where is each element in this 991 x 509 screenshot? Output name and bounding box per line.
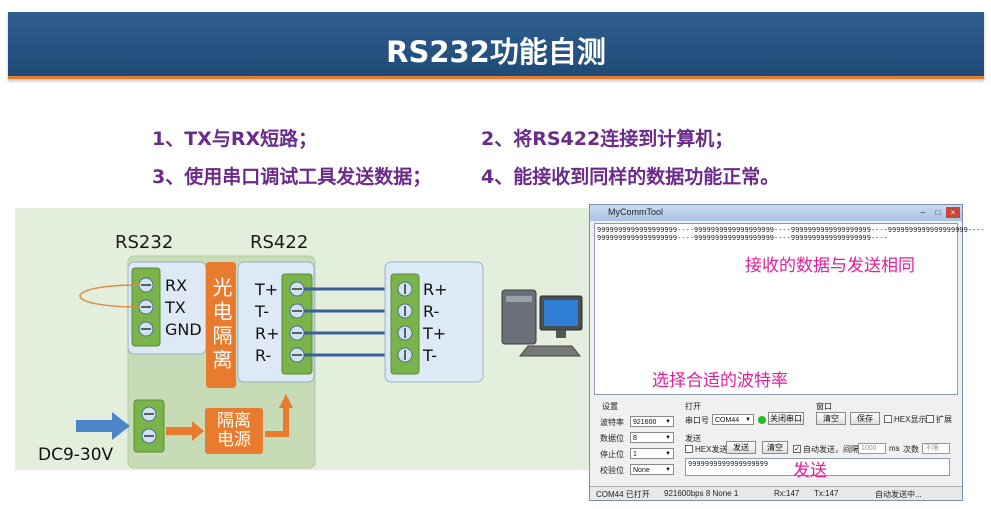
rs232-pin-rx: RX xyxy=(165,276,188,295)
dc-input-label: DC9-30V xyxy=(38,445,114,465)
power-terminal-block xyxy=(133,399,165,453)
hex-send-label: HEX发送 xyxy=(695,445,728,454)
status-port: COM44 已打开 xyxy=(596,490,650,499)
hex-display-checkbox[interactable] xyxy=(884,415,892,423)
baud-annotation: 选择合适的波特率 xyxy=(652,371,788,391)
tx-rx-short-loop xyxy=(79,284,141,308)
rs232-label: RS232 xyxy=(115,232,174,253)
parity-label: 校验位 xyxy=(600,466,624,475)
chevron-down-icon: ▼ xyxy=(665,451,671,457)
count-label: 次数 xyxy=(903,445,919,454)
pc-pin-r-minus: R- xyxy=(423,302,440,321)
window-titlebar: MyCommTool – □ × xyxy=(590,205,962,221)
clear-send-button[interactable]: 清空 xyxy=(762,441,788,454)
status-bar: COM44 已打开 921600bps 8 None 1 Rx:147 Tx:1… xyxy=(590,486,962,500)
maximize-icon[interactable]: □ xyxy=(935,208,941,217)
send-annotation: 发送 xyxy=(793,461,827,481)
stopbits-value: 1 xyxy=(633,451,637,458)
chevron-down-icon: ▼ xyxy=(665,467,671,473)
send-group-label: 发送 xyxy=(685,434,701,443)
hex-display-label: HEX显示 xyxy=(894,415,927,424)
send-textarea[interactable]: 9999999999999999999 xyxy=(685,458,950,476)
stopbits-label: 停止位 xyxy=(600,450,624,459)
rs422-pin-r-plus: R+ xyxy=(255,324,280,343)
power-input-arrow-icon xyxy=(76,412,130,440)
receive-textarea[interactable]: 9999999999999999999----99999999999999999… xyxy=(594,223,985,395)
step-3: 3、使用串口调试工具发送数据； xyxy=(152,166,432,188)
settings-group-label: 设置 xyxy=(602,402,618,411)
power-output-arrow-icon xyxy=(265,405,289,437)
parity-select[interactable]: None ▼ xyxy=(630,464,674,475)
isolated-power-block: 隔离电源 xyxy=(205,408,263,454)
power-flow-arrow-icon xyxy=(166,421,204,441)
header-banner: RS232功能自测 xyxy=(8,12,984,79)
close-port-button[interactable]: 关闭串口 xyxy=(768,412,804,425)
chevron-down-icon: ▼ xyxy=(665,419,671,425)
step-4: 4、能接收到同样的数据功能正常。 xyxy=(481,166,780,188)
pc-terminal-block xyxy=(390,273,420,375)
baud-label: 波特率 xyxy=(600,418,624,427)
expand-label: 扩展 xyxy=(936,415,952,424)
chevron-down-icon: ▼ xyxy=(745,417,751,423)
open-group-label: 打开 xyxy=(685,402,701,411)
status-state: 自动发送中... xyxy=(875,490,922,499)
close-icon[interactable]: × xyxy=(946,207,960,218)
rs422-pin-r-minus: R- xyxy=(255,346,272,365)
optical-isolation-block: 光电隔离 xyxy=(206,262,236,388)
expand-checkbox[interactable] xyxy=(926,415,934,423)
status-config: 921600bps 8 None 1 xyxy=(664,489,739,498)
databits-select[interactable]: 8▼ xyxy=(630,432,674,443)
minimize-icon[interactable]: – xyxy=(920,208,926,217)
pc-pin-t-plus: T+ xyxy=(423,324,447,343)
status-rx: Rx:147 xyxy=(774,489,800,498)
rs422-terminal-block xyxy=(281,273,313,375)
port-label: 串口号 xyxy=(685,416,709,425)
interval-input[interactable]: 1000 xyxy=(858,443,886,454)
status-tx: Tx:147 xyxy=(814,489,839,498)
pc-pin-t-minus: T- xyxy=(423,346,438,365)
rs232-pin-gnd: GND xyxy=(165,320,202,339)
port-select[interactable]: COM44 ▼ xyxy=(712,414,754,425)
receive-line: 9999999999999999999----99999999999999999… xyxy=(597,234,888,242)
databits-value: 8 xyxy=(633,435,637,442)
step-1: 1、TX与RX短路； xyxy=(152,128,318,150)
page-title: RS232功能自测 xyxy=(386,35,606,69)
mycommtool-window: MyCommTool – □ × 9999999999999999999----… xyxy=(589,204,985,501)
chevron-down-icon: ▼ xyxy=(665,435,671,441)
interval-unit: ms xyxy=(889,444,900,453)
count-input[interactable]: 不限 xyxy=(922,443,950,454)
baud-rate-select[interactable]: 921600 ▼ xyxy=(630,416,674,427)
auto-send-checkbox[interactable]: ✓ xyxy=(793,445,801,453)
computer-icon xyxy=(501,289,583,357)
auto-send-label: 自动发送，间隔 xyxy=(803,445,859,454)
port-value: COM44 xyxy=(715,417,740,424)
stopbits-select[interactable]: 1▼ xyxy=(630,448,674,459)
clear-receive-button[interactable]: 清空 xyxy=(816,412,846,425)
pc-pin-r-plus: R+ xyxy=(423,280,448,299)
rs232-pin-tx: TX xyxy=(165,298,186,317)
rs422-pin-t-plus: T+ xyxy=(255,280,279,299)
window-title: MyCommTool xyxy=(608,207,664,217)
receive-line: 9999999999999999999----99999999999999999… xyxy=(597,226,985,234)
parity-value: None xyxy=(633,467,650,474)
step-2: 2、将RS422连接到计算机； xyxy=(481,128,734,150)
rs422-label: RS422 xyxy=(250,232,309,253)
receive-annotation: 接收的数据与发送相同 xyxy=(745,256,915,276)
hex-send-checkbox[interactable] xyxy=(685,445,693,453)
window-group-label: 窗口 xyxy=(816,402,832,411)
send-button[interactable]: 发送 xyxy=(726,441,756,454)
databits-label: 数据位 xyxy=(600,434,624,443)
save-button[interactable]: 保存 xyxy=(850,412,880,425)
baud-rate-value: 921600 xyxy=(633,419,657,426)
port-status-indicator-icon xyxy=(758,416,766,424)
rs422-pin-t-minus: T- xyxy=(255,302,270,321)
